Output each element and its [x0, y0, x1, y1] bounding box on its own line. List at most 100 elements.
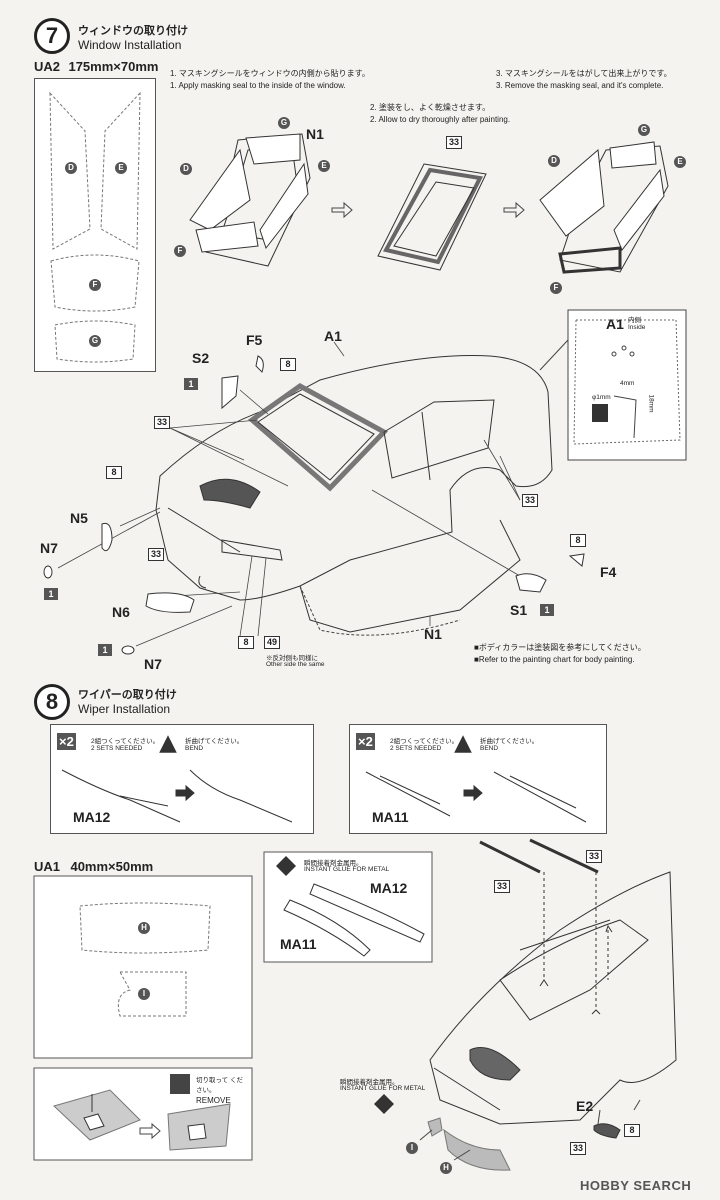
car-body-7 [155, 355, 553, 633]
color-33-side: 33 [522, 494, 538, 507]
part-f-label-2: F [550, 282, 562, 294]
mask-label-h-car: H [440, 1162, 452, 1174]
inset-dim-4mm: 4mm [620, 380, 635, 387]
part-e-label: E [318, 160, 330, 172]
ua2-sheet-header: UA2 175mm×70mm [34, 58, 158, 76]
ua1-sheet-header: UA1 40mm×50mm [34, 858, 153, 876]
ua1-size: 40mm×50mm [70, 859, 154, 874]
ua1-code: UA1 [34, 859, 61, 874]
ma11-sets-jp: 2組つくってください。 [390, 738, 459, 745]
ua2-code: UA2 [34, 59, 61, 74]
color-8-front: 8 [106, 466, 122, 479]
glue-jp-top: 瞬間接着剤金属用。 [304, 860, 363, 867]
step-8-title-en: Wiper Installation [78, 702, 171, 716]
part-n1-label-2: N1 [424, 626, 442, 642]
glue-jp-bottom: 瞬間接着剤金属用。 [340, 1079, 399, 1086]
instr-2-jp: 2. 塗装をし、よく乾燥させます。 [370, 103, 491, 112]
part-f-label: F [174, 245, 186, 257]
part-d-label-2: D [548, 155, 560, 167]
color-33-window: 33 [446, 136, 462, 149]
remove-jp: 切り取って ください。 [196, 1077, 243, 1094]
inset-a1-title: A1 [606, 316, 624, 332]
color-1-s1: 1 [540, 604, 554, 616]
step-7-number: 7 [34, 18, 70, 54]
part-g-label-2: G [638, 124, 650, 136]
instr-1-jp: 1. マスキングシールをウィンドウの内側から貼ります。 [170, 69, 370, 78]
color-8-f5: 8 [280, 358, 296, 371]
step-8-title-jp: ワイパーの取り付け [78, 689, 177, 701]
other-side-jp: ※反対側も同様に [266, 655, 318, 662]
part-d-label: D [180, 163, 192, 175]
ma11-bend-box: ×2 2組つくってください。 2 SETS NEEDED 折曲げてください。 B… [349, 724, 607, 834]
mask-label-i-car: I [406, 1142, 418, 1154]
part-n5-label: N5 [70, 510, 88, 526]
part-n1-label: N1 [306, 126, 324, 142]
ma12-bend-box: ×2 2組つくってください。 2 SETS NEEDED 折曲げてください。 B… [50, 724, 314, 834]
mask-label-i: I [138, 988, 150, 1000]
color-49-light: 49 [264, 636, 280, 649]
mask-label-d: D [65, 162, 77, 174]
color-33-glass: 33 [154, 416, 170, 429]
color-33-e2: 33 [570, 1142, 586, 1155]
color-33-wiper-b: 33 [586, 850, 602, 863]
ma11-bend-jp: 折曲げてください。 [480, 738, 539, 745]
step-7-title-en: Window Installation [78, 38, 182, 52]
part-s1-label: S1 [510, 602, 528, 618]
color-8-e2: 8 [624, 1124, 640, 1137]
mask-label-e: E [115, 162, 127, 174]
watermark: HOBBY SEARCH [580, 1178, 692, 1193]
step-8-number: 8 [34, 684, 70, 720]
ma12-sets-jp: 2組つくってください。 [91, 738, 160, 745]
part-f4-label: F4 [600, 564, 617, 580]
ma11-sets-en: 2 SETS NEEDED [390, 745, 442, 752]
part-n7-label-2: N7 [144, 656, 162, 672]
ma11-label-glue: MA11 [280, 936, 317, 952]
ma11-bend-en: BEND [480, 745, 499, 752]
part-e-label-2: E [674, 156, 686, 168]
ma12-bend-jp: 折曲げてください。 [185, 738, 244, 745]
step-7-title-jp: ウィンドウの取り付け [78, 25, 188, 37]
ma12-label: MA12 [73, 809, 111, 825]
ua2-mask-shapes [49, 91, 141, 363]
part-e2-label: E2 [576, 1098, 594, 1114]
window-frame-1 [189, 133, 311, 267]
glue-en-top: INSTANT GLUE FOR METAL [304, 866, 390, 873]
glue-en-bottom: INSTANT GLUE FOR METAL [340, 1085, 426, 1092]
color-8-light: 8 [238, 636, 254, 649]
part-a1-label: A1 [324, 328, 342, 344]
ma11-times-2: ×2 [356, 733, 375, 750]
color-33-grille: 33 [148, 548, 164, 561]
mask-label-g: G [89, 335, 101, 347]
ma12-times-2: ×2 [57, 733, 76, 750]
ma11-label: MA11 [372, 809, 409, 825]
instr-3-jp: 3. マスキングシールをはがして出来上がりです。 [496, 69, 672, 78]
part-f5-label: F5 [246, 332, 263, 348]
part-g-label: G [278, 117, 290, 129]
part-n6-label: N6 [112, 604, 130, 620]
inset-dim-1mm: φ1mm [592, 394, 611, 401]
ma12-sets-en: 2 SETS NEEDED [91, 745, 143, 752]
instr-3-en: 3. Remove the masking seal, and it's com… [496, 81, 664, 90]
mask-label-f: F [89, 279, 101, 291]
part-s2-label: S2 [192, 350, 210, 366]
window-frame-2 [377, 163, 487, 271]
ma12-label-glue: MA12 [370, 880, 408, 896]
ma12-bend-en: BEND [185, 745, 204, 752]
mask-label-h: H [138, 922, 150, 934]
ua2-size: 175mm×70mm [68, 59, 159, 74]
body-color-jp: ■ボディカラーは塗装図を参考にしてください。 [474, 643, 646, 652]
color-33-wiper-a: 33 [494, 880, 510, 893]
other-side-en: Other side the same [266, 661, 325, 668]
remove-en: REMOVE [196, 1096, 231, 1105]
part-n7-label: N7 [40, 540, 58, 556]
color-8-mirror: 8 [570, 534, 586, 547]
instr-2-en: 2. Allow to dry thoroughly after paintin… [370, 115, 511, 124]
ua2-mask-sheet: D E F G [34, 78, 156, 372]
color-1-s2: 1 [184, 378, 198, 390]
body-color-en: ■Refer to the painting chart for body pa… [474, 655, 635, 664]
color-1-n7b: 1 [98, 644, 112, 656]
instr-1-en: 1. Apply masking seal to the inside of t… [170, 81, 346, 90]
window-frame-3 [539, 141, 669, 274]
